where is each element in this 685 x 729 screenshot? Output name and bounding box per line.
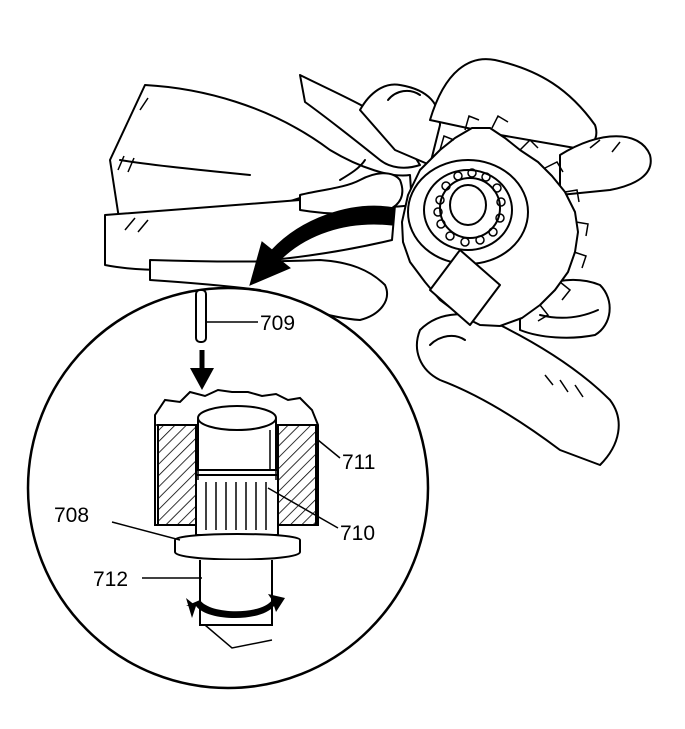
callout-712: 712 [93,568,128,591]
rotation-arrow-icon [186,594,285,618]
hands-illustration [104,58,652,466]
pin-part [195,289,207,343]
callout-711: 711 [342,451,375,474]
callout-709: 709 [260,312,295,335]
washer-part [174,533,301,561]
callout-708: 708 [54,504,89,527]
shaft-part [197,405,277,480]
gear-in-hand [401,114,589,327]
rotation-arrow-top [249,205,396,286]
leader-lines [111,321,341,579]
detail-view [26,286,430,690]
lower-shaft-part [199,560,273,649]
down-arrow-icon [190,350,214,390]
callout-710: 710 [340,522,375,545]
bearing-part [195,474,279,536]
